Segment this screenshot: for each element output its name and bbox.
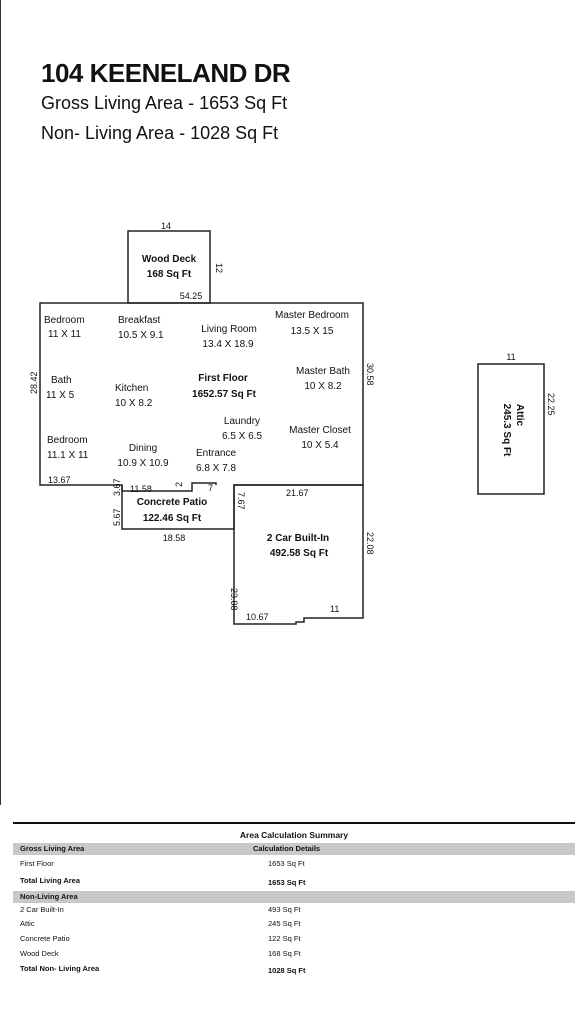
attic-outline [477,363,545,495]
first-floor-label: First Floor [198,373,248,384]
table-row: Wood Deck 168 Sq Ft [13,948,575,960]
master-closet-label: Master Closet [289,425,351,436]
dim-11-garage: 11 [330,604,339,614]
patio-area: 122.46 Sq Ft [143,513,202,524]
master-bedroom-size: 13.5 X 15 [291,326,334,337]
living-room-label: Living Room [201,324,257,335]
dim-21-67: 21.67 [286,488,309,498]
total-non-living-row: Total Non- Living Area 1028 Sq Ft [13,963,575,975]
bath-size: 11 X 5 [46,390,75,401]
page-left-border [0,0,1,805]
breakfast-size: 10.5 X 9.1 [118,330,164,341]
patio-label: Concrete Patio [137,497,208,508]
garage-area: 492.58 Sq Ft [270,548,329,559]
dim-bottom-left: 13.67 [48,475,71,485]
row-label: Attic [20,919,35,928]
first-floor-row-label: First Floor [20,859,54,868]
summary-top-rule [13,822,575,824]
dim-7: 7 [208,483,213,493]
bedroom-2-size: 11.1 X 11 [47,450,89,461]
dim-3-67: 3.67 [112,478,122,496]
master-bath-label: Master Bath [296,366,350,377]
summary-title: Area Calculation Summary [239,830,349,840]
laundry-size: 6.5 X 6.5 [222,431,262,442]
row-label: 2 Car Built-In [20,905,64,914]
master-bedroom-label: Master Bedroom [275,310,349,321]
dim-23-08: 23.08 [229,588,239,611]
patio-outline [121,482,217,492]
non-living-header-row: Non-Living Area [13,891,575,903]
gross-living-subtitle: Gross Living Area - 1653 Sq Ft [41,93,288,113]
dim-2: 2 [174,482,184,487]
laundry-label: Laundry [224,416,260,427]
master-bath-size: 10 X 8.2 [304,381,342,392]
attic-dim-top: 11 [506,352,515,362]
total-non-living-value: 1028 Sq Ft [268,966,306,975]
bedroom-1-label: Bedroom [44,315,85,326]
page-title: 104 KEENELAND DR [41,58,291,88]
first-floor-row-value: 1653 Sq Ft [268,859,305,868]
total-living-row: Total Living Area 1653 Sq Ft [13,875,575,887]
dim-5-67: 5.67 [112,508,122,526]
bath-label: Bath [51,375,72,386]
living-room-size: 13.4 X 18.9 [202,339,254,350]
deck-area: 168 Sq Ft [147,269,192,280]
row-value: 245 Sq Ft [268,919,301,928]
calculation-details-header: Calculation Details [253,844,321,853]
garage-label: 2 Car Built-In [267,533,329,544]
dim-22-08: 22.08 [365,532,375,555]
bedroom-2-label: Bedroom [47,435,88,446]
dining-label: Dining [129,443,157,454]
kitchen-label: Kitchen [115,383,148,394]
dim-10-67: 10.67 [246,612,269,622]
deck-dim-top: 14 [161,221,171,231]
total-non-living-label: Total Non- Living Area [20,964,100,973]
deck-label: Wood Deck [142,254,197,265]
master-closet-size: 10 X 5.4 [301,440,339,451]
row-value: 493 Sq Ft [268,905,301,914]
table-row: Attic 245 Sq Ft [13,918,575,930]
gross-living-header: Gross Living Area [20,844,85,853]
first-floor-area: 1652.57 Sq Ft [192,389,257,400]
dim-7-67: 7.67 [236,492,246,510]
attic-dim-side: 22.25 [546,393,556,416]
table-row: Concrete Patio 122 Sq Ft [13,933,575,945]
table-row: 2 Car Built-In 493 Sq Ft [13,904,575,916]
row-label: Concrete Patio [20,934,70,943]
breakfast-label: Breakfast [118,315,160,326]
gross-living-header-row: Gross Living Area Calculation Details [13,843,575,855]
bedroom-1-size: 11 X 11 [48,329,81,340]
dim-right-main: 30.58 [365,363,375,386]
first-floor-row: First Floor 1653 Sq Ft [13,858,575,870]
kitchen-size: 10 X 8.2 [115,398,153,409]
non-living-header: Non-Living Area [20,892,78,901]
row-value: 168 Sq Ft [268,949,301,958]
dim-left-main: 28.42 [29,371,39,394]
entrance-label: Entrance [196,448,236,459]
attic-label: Attic [514,404,525,427]
dining-size: 10.9 X 10.9 [117,458,169,469]
non-living-subtitle: Non- Living Area - 1028 Sq Ft [41,123,279,143]
deck-dim-side: 12 [214,263,224,273]
attic-area: 245.3 Sq Ft [501,404,512,457]
dim-18-58: 18.58 [163,533,186,543]
entrance-size: 6.8 X 7.8 [196,463,236,474]
row-label: Wood Deck [20,949,59,958]
floor-plan: 14 Wood Deck 168 Sq Ft 12 54.25 Bedroom … [29,221,556,625]
garage-outline [233,484,364,625]
dim-top-main: 54.25 [180,291,203,301]
row-value: 122 Sq Ft [268,934,301,943]
dim-11-58: 11.58 [130,484,152,494]
total-living-label: Total Living Area [20,876,81,885]
total-living-value: 1653 Sq Ft [268,878,306,887]
